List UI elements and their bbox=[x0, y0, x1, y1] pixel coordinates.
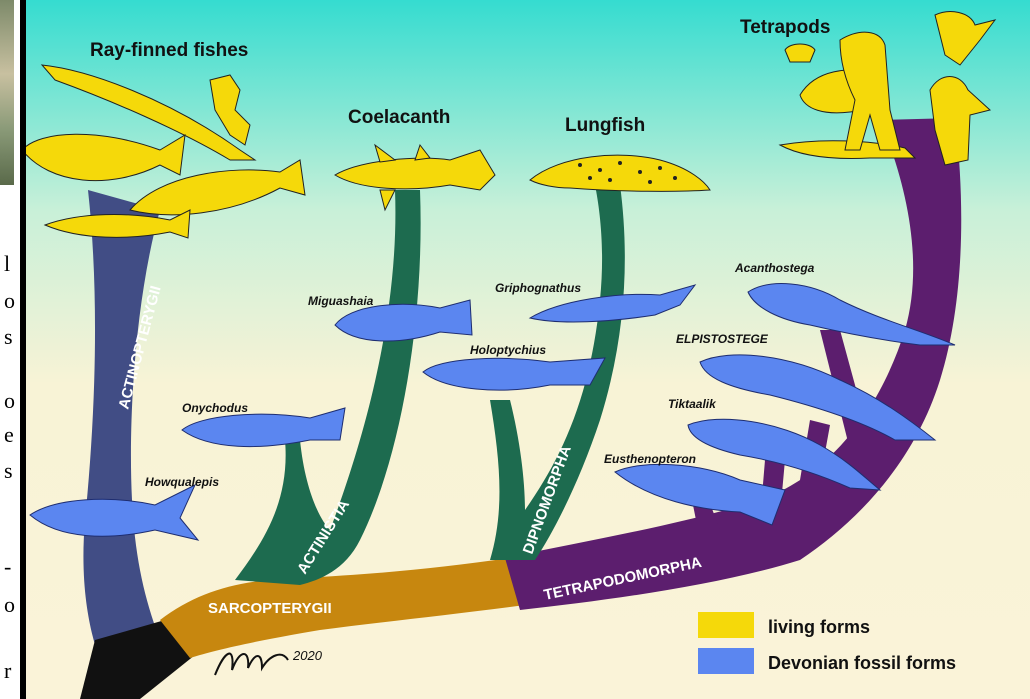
group-title-coelacanth: Coelacanth bbox=[348, 107, 450, 128]
fossil-name-holoptychius: Holoptychius bbox=[470, 343, 546, 357]
group-title-lungfish: Lungfish bbox=[565, 115, 645, 136]
phylogeny-diagram: ACTINOPTERYGII ACTINISTIA DIPNOMORPHA SA… bbox=[26, 0, 1030, 699]
edge-char: o bbox=[4, 290, 15, 312]
fossil-name-miguashaia: Miguashaia bbox=[308, 294, 374, 308]
edge-char: o bbox=[4, 390, 15, 412]
legend-label-fossil: Devonian fossil forms bbox=[768, 653, 956, 673]
fossil-name-acanthostega: Acanthostega bbox=[734, 261, 815, 275]
fossil-name-eusthenopteron: Eusthenopteron bbox=[604, 452, 696, 466]
edge-char: s bbox=[4, 460, 13, 482]
group-title-ray-finned: Ray-finned fishes bbox=[90, 40, 248, 61]
edge-char: e bbox=[4, 424, 14, 446]
signature-year: 2020 bbox=[292, 648, 323, 663]
edge-char: o bbox=[4, 594, 15, 616]
fossil-name-elpistostege: ELPISTOSTEGE bbox=[676, 332, 769, 346]
legend-swatch-fossil bbox=[698, 648, 754, 674]
legend-label-living: living forms bbox=[768, 617, 870, 637]
fossil-name-howqualepis: Howqualepis bbox=[145, 475, 219, 489]
legend-swatch-living bbox=[698, 612, 754, 638]
left-page-edge: l o s o e s - o r bbox=[0, 0, 20, 699]
fossil-name-onychodus: Onychodus bbox=[182, 401, 248, 415]
clade-label-sarcopterygii: SARCOPTERYGII bbox=[208, 600, 332, 617]
edge-char: - bbox=[4, 556, 11, 578]
fossil-name-griphognathus: Griphognathus bbox=[495, 281, 581, 295]
edge-char: l bbox=[4, 253, 10, 275]
fossil-name-tiktaalik: Tiktaalik bbox=[668, 397, 717, 411]
group-title-tetrapods: Tetrapods bbox=[740, 17, 830, 38]
edge-char: r bbox=[4, 660, 11, 682]
left-photo-fragment bbox=[0, 0, 14, 185]
edge-char: s bbox=[4, 326, 13, 348]
